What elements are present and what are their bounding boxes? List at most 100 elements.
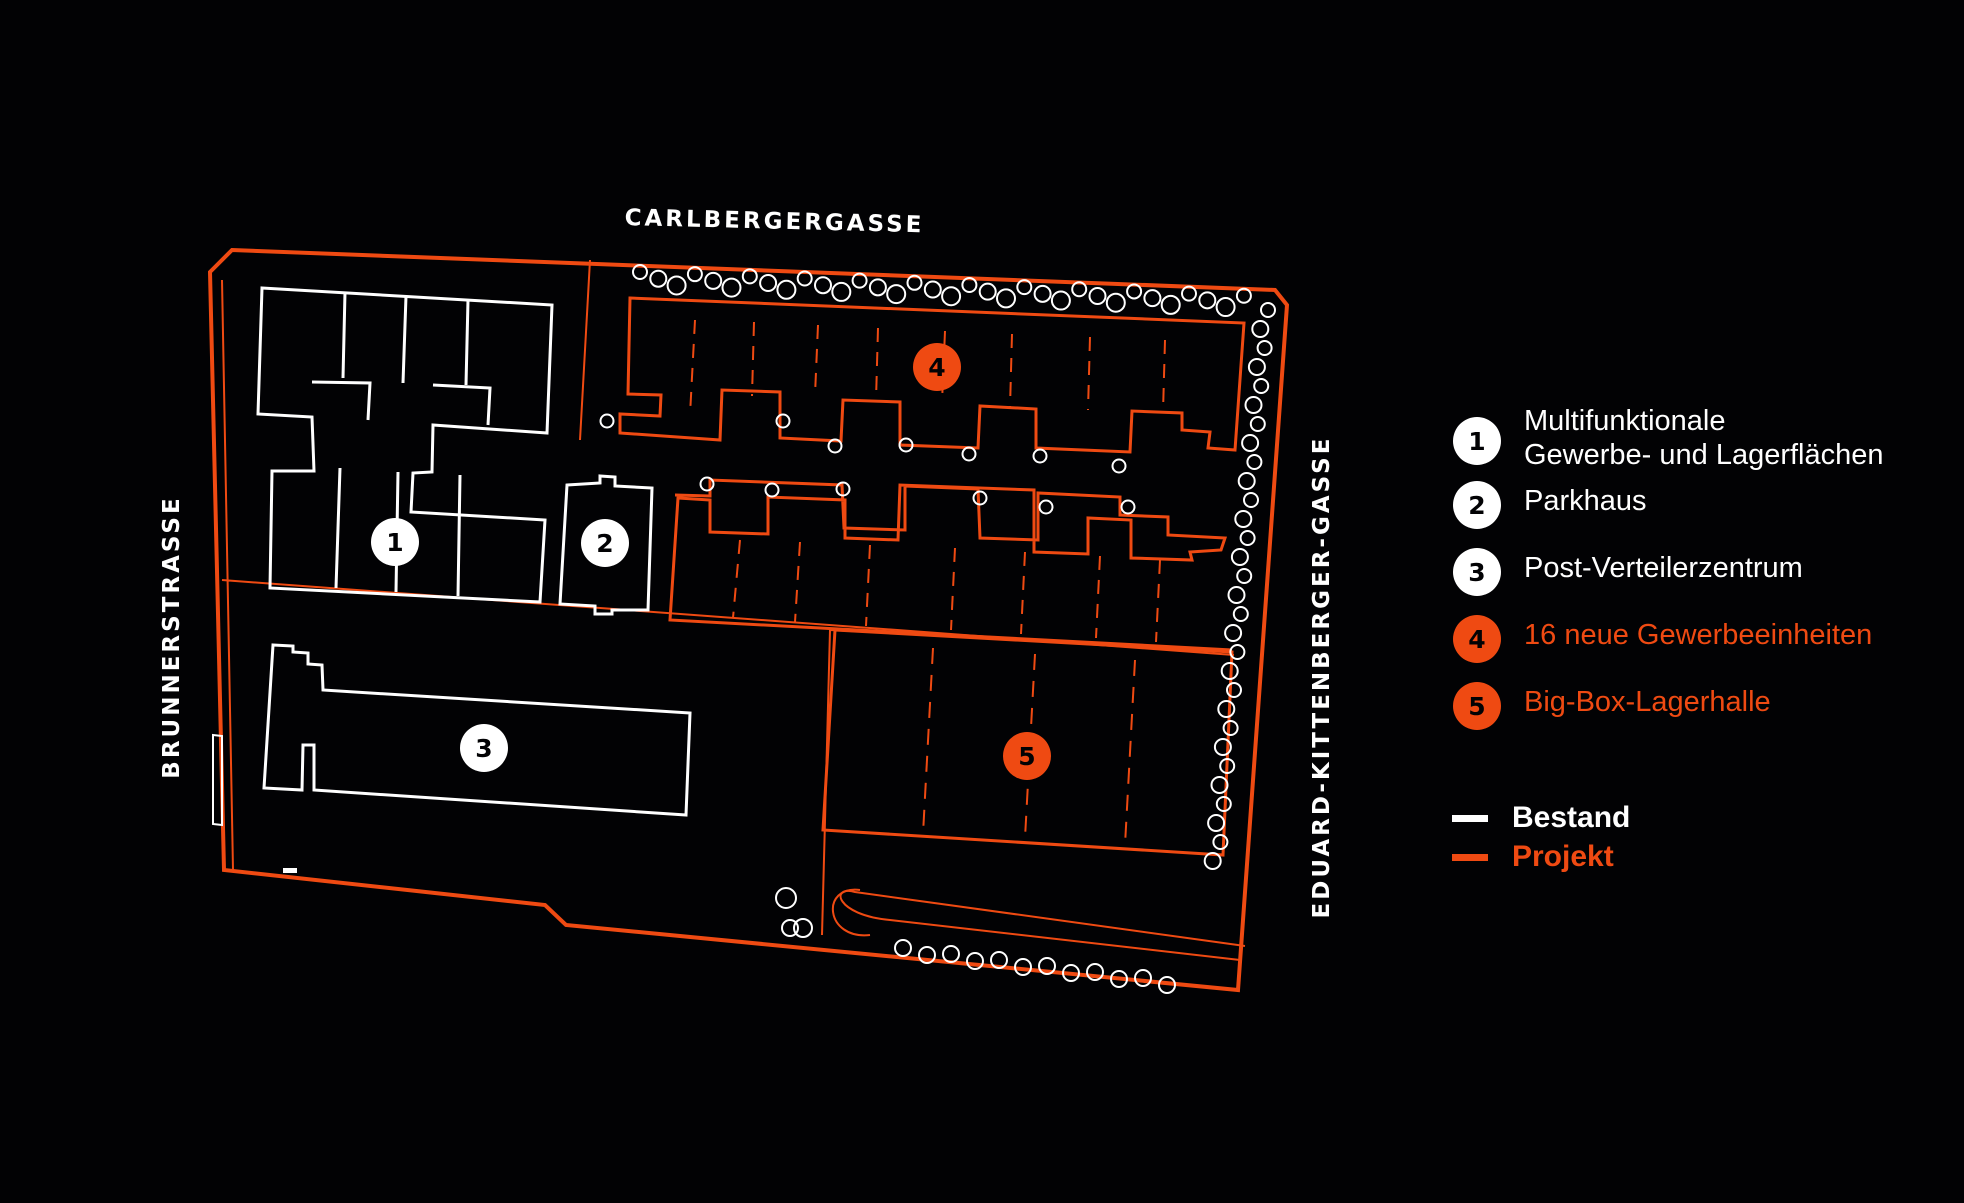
site-inner-edge <box>221 279 1235 871</box>
legend-marker-3: 3 <box>1453 548 1501 596</box>
legend-label-1-line1: Multifunktionale <box>1524 405 1726 437</box>
tree-icon <box>1230 548 1249 566</box>
tree-icon <box>894 939 912 957</box>
building-1 <box>256 286 554 604</box>
tree-icon <box>1220 662 1239 680</box>
map-marker-5[interactable]: 5 <box>1003 732 1051 780</box>
tree-icon <box>1088 287 1107 305</box>
tree-icon <box>1249 416 1266 432</box>
tree-icon <box>923 280 942 299</box>
tree-icon <box>721 277 742 298</box>
legend-label-1: Multifunktionale Gewerbe- und Lagerfläch… <box>1524 404 1884 472</box>
tree-icon <box>1227 586 1246 604</box>
legend-label-4: 16 neue Gewerbeeinheiten <box>1524 619 1873 651</box>
legend-marker-4: 4 <box>1453 615 1501 663</box>
tree-icon <box>1014 958 1032 976</box>
legend-label-1-line2: Gewerbe- und Lagerflächen <box>1524 439 1884 471</box>
tree-icon <box>781 919 799 937</box>
tree-icon <box>1071 281 1088 298</box>
tree-icon <box>1032 448 1048 464</box>
tree-icon <box>1203 852 1222 870</box>
tree-icon <box>1134 969 1152 987</box>
tree-icon <box>1217 700 1236 718</box>
turnaround <box>832 888 871 937</box>
legend-marker-1: 1 <box>1453 417 1501 465</box>
street-east: EDUARD-KITTENBERGER-GASSE <box>1309 435 1335 919</box>
building-2 <box>558 474 654 616</box>
tree-row <box>599 264 1276 994</box>
tree-icon <box>942 945 960 963</box>
map-marker-1[interactable]: 1 <box>371 518 419 566</box>
tree-icon <box>686 266 703 283</box>
tree-icon <box>1110 970 1128 988</box>
tree-icon <box>1243 492 1259 508</box>
tree-icon <box>918 946 936 964</box>
tree-icon <box>1120 499 1136 515</box>
tree-icon <box>775 887 797 909</box>
tree-icon <box>941 286 962 307</box>
tree-icon <box>814 276 832 295</box>
tree-icon <box>886 284 907 305</box>
legend-label-3: Post-Verteilerzentrum <box>1524 552 1803 584</box>
tree-icon <box>666 275 687 296</box>
tree-icon <box>1126 283 1143 300</box>
tree-icon <box>827 438 843 454</box>
tree-icon <box>851 272 868 289</box>
legend-marker-2: 2 <box>1453 481 1501 529</box>
tree-icon <box>1219 758 1236 774</box>
tree-icon <box>1235 287 1252 304</box>
tree-icon <box>1234 510 1253 528</box>
tree-icon <box>1260 302 1276 318</box>
tree-icon <box>764 482 780 498</box>
tree-icon <box>1224 624 1243 642</box>
tree-icon <box>835 481 851 497</box>
tree-icon <box>741 268 758 285</box>
tree-icon <box>1038 499 1054 515</box>
key-project-swatch <box>1452 854 1488 861</box>
tree-icon <box>1038 957 1056 975</box>
tree-icon <box>649 269 668 288</box>
tree-icon <box>1016 279 1033 296</box>
tree-icon <box>961 446 977 462</box>
tree-icon <box>1222 720 1239 736</box>
tree-icon <box>1215 796 1232 812</box>
building-3 <box>262 643 692 817</box>
tree-icon <box>796 270 813 287</box>
tree-icon <box>776 279 797 300</box>
legend-label-2: Parkhaus <box>1524 485 1647 517</box>
tree-icon <box>1111 458 1127 474</box>
legend-label-5: Big-Box-Lagerhalle <box>1524 686 1771 718</box>
tree-icon <box>775 413 791 429</box>
tree-icon <box>972 490 988 506</box>
map-marker-2[interactable]: 2 <box>581 519 629 567</box>
tree-icon <box>1213 738 1232 756</box>
tree-icon <box>1244 396 1263 414</box>
tree-icon <box>990 951 1008 969</box>
tree-icon <box>1086 963 1104 981</box>
map-marker-4[interactable]: 4 <box>913 343 961 391</box>
tree-icon <box>699 476 715 492</box>
tree-icon <box>632 264 648 280</box>
tree-icon <box>961 276 978 293</box>
tree-icon <box>599 413 615 429</box>
tree-icon <box>1215 297 1236 318</box>
tree-icon <box>978 282 997 301</box>
tree-icon <box>759 274 778 293</box>
tree-icon <box>906 274 923 291</box>
tree-icon <box>1241 434 1260 452</box>
tree-icon <box>1105 292 1126 313</box>
tree-icon <box>966 952 984 970</box>
tree-icon <box>831 281 852 302</box>
key-existing-label: Bestand <box>1512 801 1631 834</box>
access-road <box>839 889 1246 961</box>
tree-icon <box>1207 814 1226 832</box>
legend-marker-5: 5 <box>1453 682 1501 730</box>
key-existing-swatch <box>1452 815 1488 822</box>
tree-icon <box>1212 834 1229 850</box>
street-west: BRUNNERSTRASSE <box>159 495 185 779</box>
tree-icon <box>1033 284 1052 303</box>
tree-icon <box>1232 606 1249 622</box>
key-project-label: Projekt <box>1512 840 1614 873</box>
map-marker-3[interactable]: 3 <box>460 724 508 772</box>
